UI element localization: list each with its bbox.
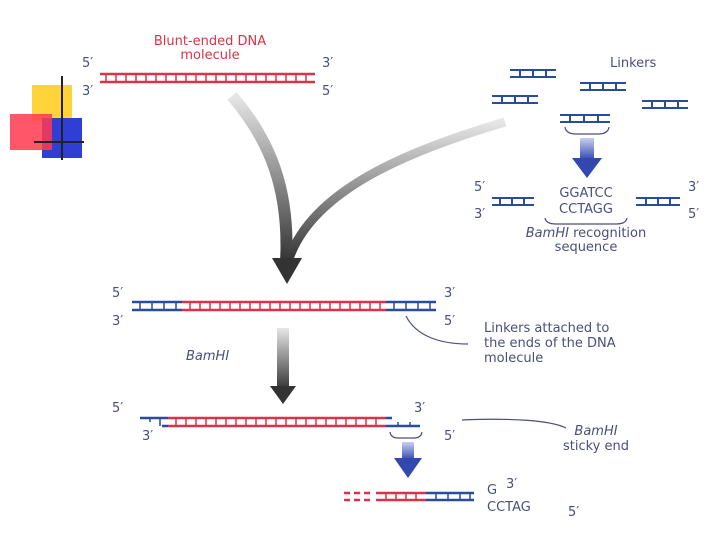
cut-3prime-bottom: 3′	[142, 429, 153, 444]
digest-arrow-icon	[270, 328, 296, 404]
sticky-note-pointer	[461, 418, 567, 429]
recog-bracket	[544, 217, 628, 225]
sticky-end-bracket	[389, 431, 423, 439]
linker-3	[492, 95, 538, 104]
logo-square-blocks-icon	[10, 76, 84, 160]
recog-3prime-left: 3′	[474, 207, 485, 222]
attached-3prime-bottom: 3′	[112, 314, 123, 329]
product-bottom-seq: CCTAG	[487, 500, 531, 515]
dna-5prime-bottom: 5′	[322, 84, 333, 99]
product-3prime: 3′	[506, 477, 517, 492]
recog-label: BamHI recognition	[526, 226, 646, 241]
cut-3prime-top: 3′	[414, 401, 425, 416]
recog-5prime-right: 5′	[688, 207, 699, 222]
dna-3prime-bottom: 3′	[82, 84, 93, 99]
recog-3prime-right: 3′	[688, 180, 699, 195]
recog-top-sequence: GGATCC	[559, 186, 612, 201]
linker-fragments	[492, 69, 688, 123]
recog-label-rest: recognition	[569, 226, 646, 241]
attached-note-line3: molecule	[484, 351, 543, 366]
attached-5prime-top: 5′	[112, 286, 123, 301]
attached-note-line2: the ends of the DNA	[484, 336, 616, 351]
digest-enzyme-label: BamHI	[186, 349, 229, 364]
product-top-seq: G	[487, 483, 497, 498]
dna-5prime-top: 5′	[82, 56, 93, 71]
recognition-linker-ends	[492, 197, 680, 206]
attached-note-line1: Linkers attached to	[484, 321, 609, 336]
attached-5prime-bottom: 5′	[444, 314, 455, 329]
dna-with-linkers	[132, 300, 436, 312]
cut-dna-sticky-ends	[140, 416, 420, 428]
title-line1: Blunt-ended DNA	[154, 34, 266, 49]
attached-3prime-top: 3′	[444, 286, 455, 301]
curved-arrow-icon	[227, 92, 507, 284]
linkers-label: Linkers	[610, 56, 657, 71]
recog-bottom-sequence: CCTAGG	[559, 202, 613, 217]
sticky-note-line2: sticky end	[563, 439, 629, 454]
cut-5prime-bottom: 5′	[444, 429, 455, 444]
sticky-note-enzyme: BamHI	[574, 424, 617, 439]
linker-2	[580, 82, 626, 91]
linker-4	[642, 100, 688, 109]
product-5prime: 5′	[568, 505, 579, 520]
blunt-dna-molecule	[100, 72, 315, 84]
recog-enzyme-name: BamHI	[526, 226, 569, 241]
recog-label-line2: sequence	[555, 240, 618, 255]
title-line2: molecule	[180, 48, 239, 63]
cut-5prime-top: 5′	[112, 401, 123, 416]
linker-5	[560, 114, 610, 123]
attached-note-pointer	[405, 315, 469, 345]
product-fragment	[344, 491, 474, 502]
arrow-down-icon	[572, 138, 602, 178]
linker-bracket	[564, 126, 610, 135]
arrow-down-product-icon	[394, 442, 422, 478]
recog-5prime-left: 5′	[474, 180, 485, 195]
linker-1	[510, 69, 556, 78]
dna-3prime-top: 3′	[322, 56, 333, 71]
